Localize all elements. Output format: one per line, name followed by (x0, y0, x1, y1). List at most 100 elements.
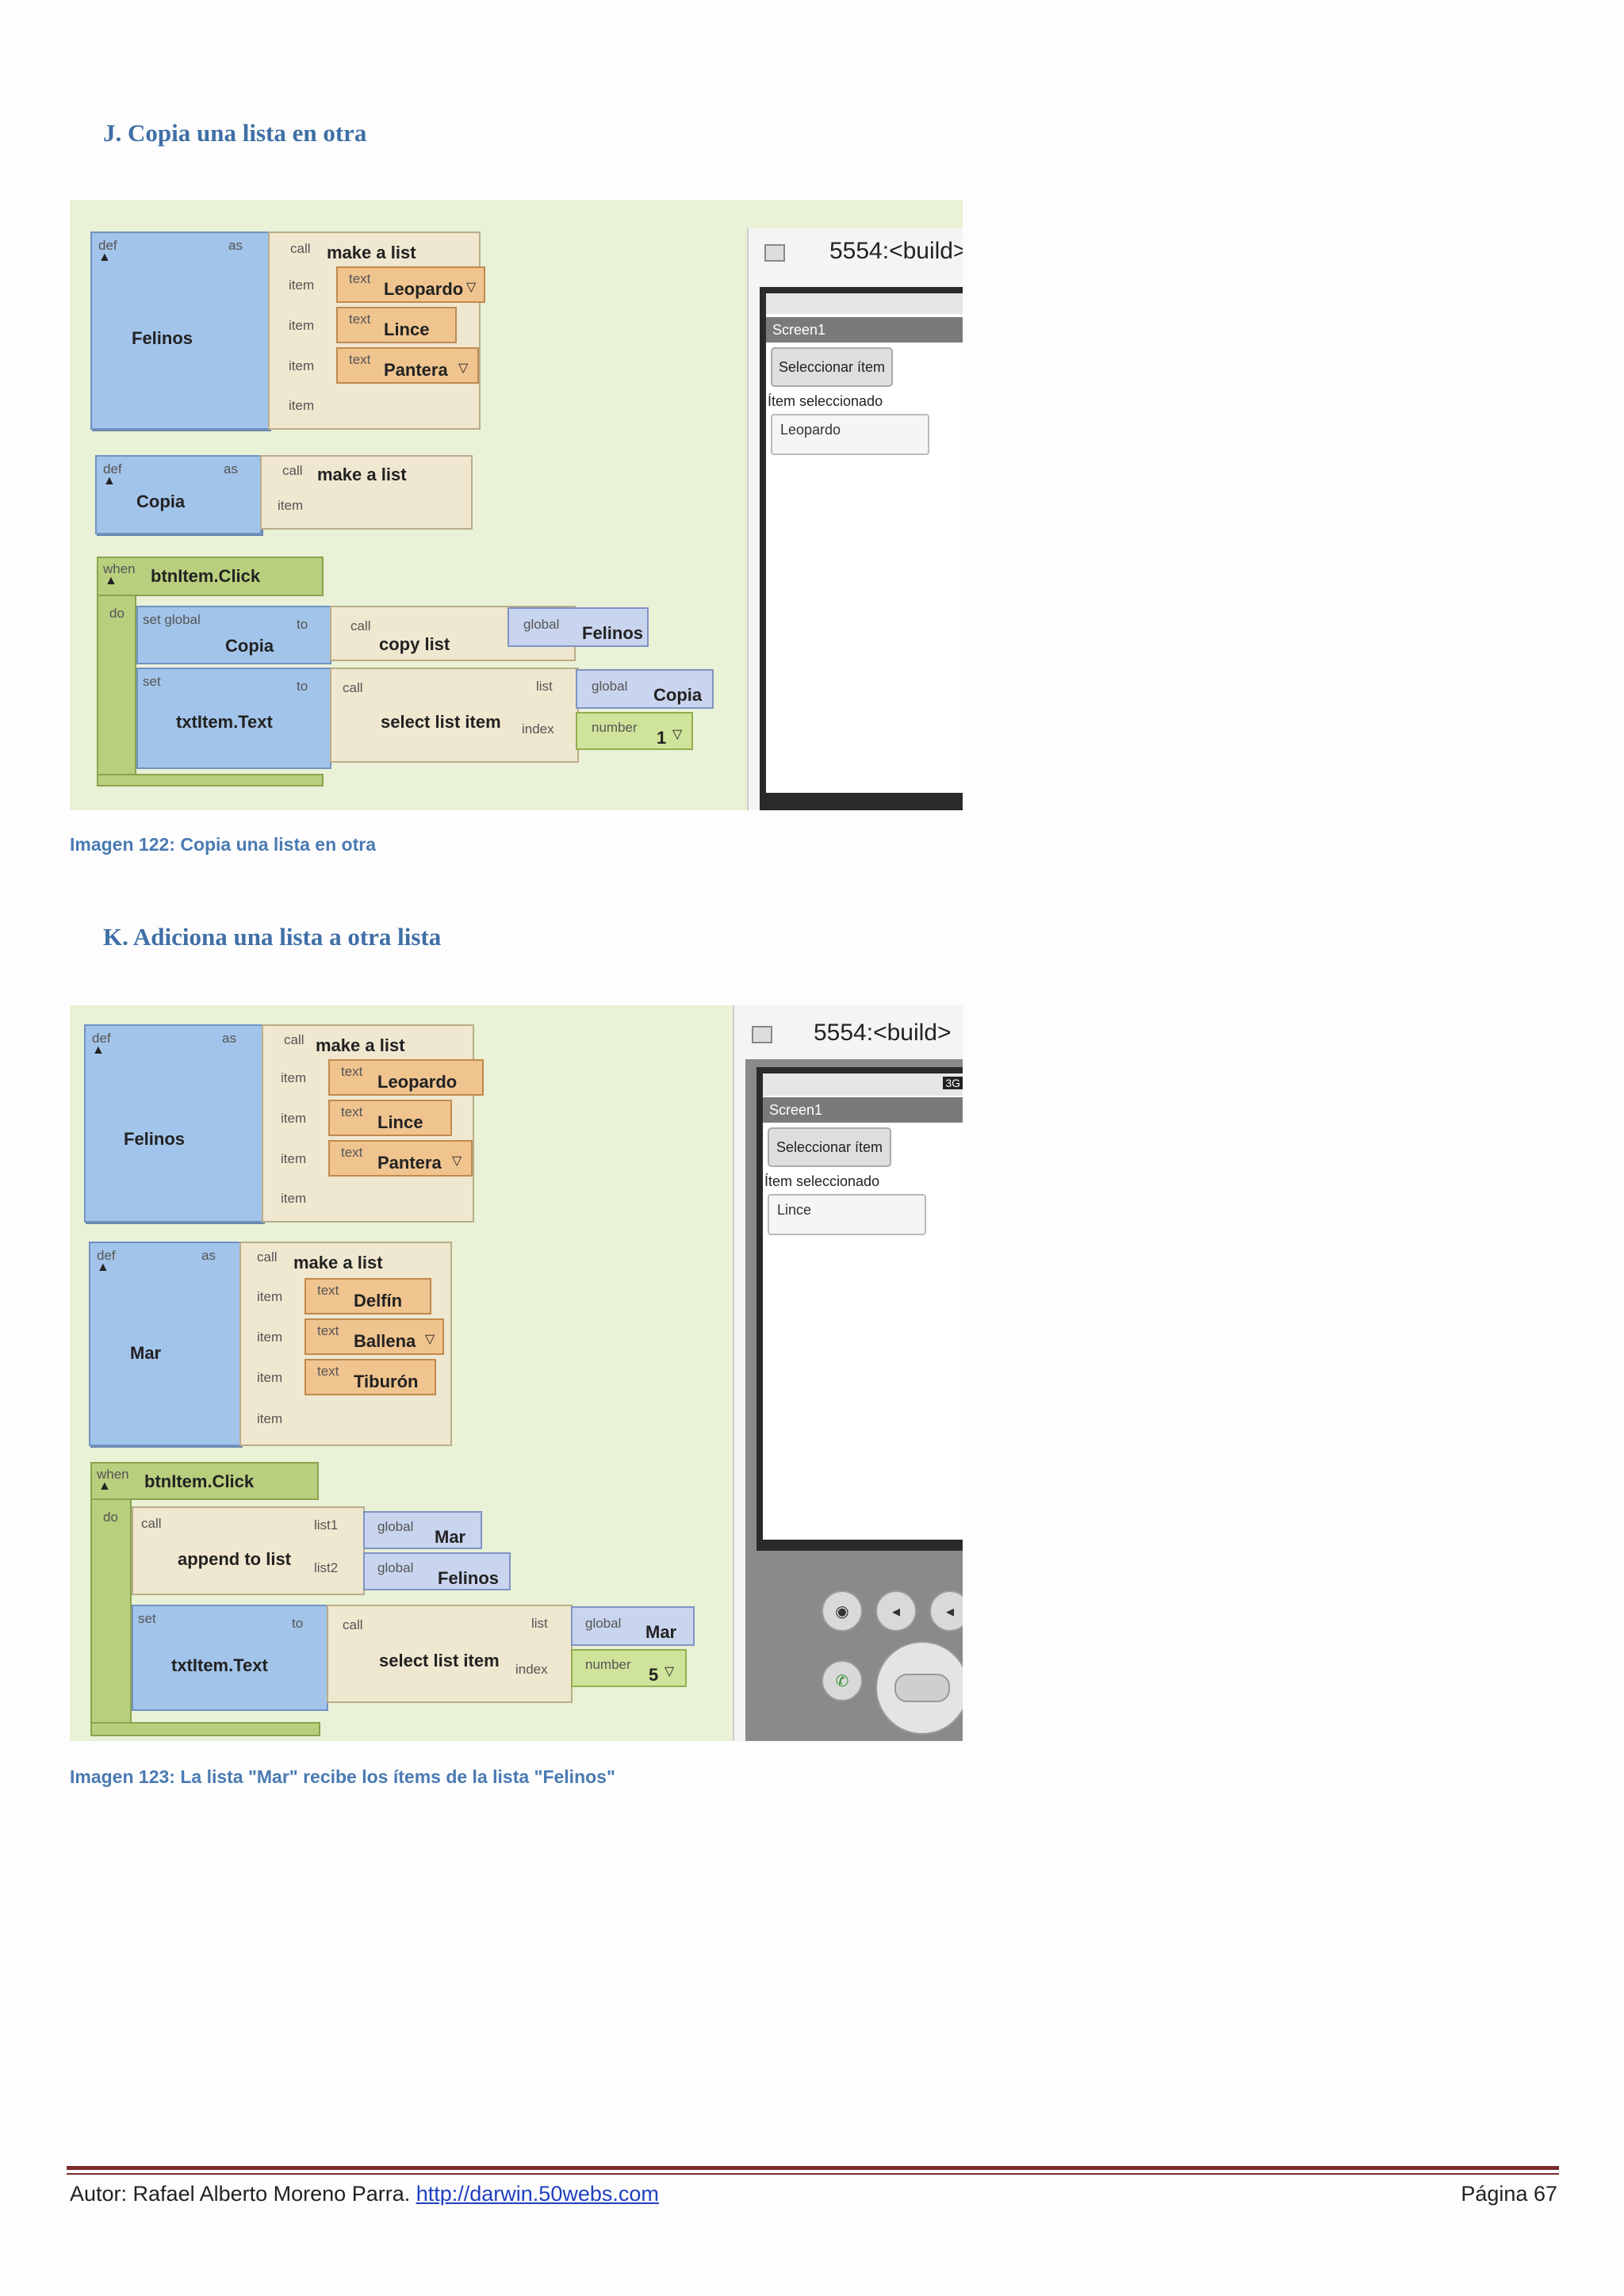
item-socket-label: item (289, 277, 315, 293)
event-header: when ▲ btnItem.Click (97, 557, 324, 596)
select-item-button[interactable]: Seleccionar ítem (771, 347, 893, 387)
number-keyword: number (592, 720, 638, 735)
global-keyword: global (377, 1560, 414, 1575)
make-list-label: make a list (327, 243, 416, 262)
dropdown-triangle-icon[interactable]: ▽ (425, 1333, 435, 1346)
volume-down-icon[interactable]: ◂ (875, 1590, 917, 1632)
event-name: btnItem.Click (151, 566, 261, 586)
selected-item-textbox[interactable]: Lince (768, 1194, 926, 1235)
list2-socket-label: list2 (314, 1560, 339, 1575)
item-socket-label: item (278, 498, 304, 513)
emulator-window: 5554:<build> Screen1 Seleccionar ítem Ít… (747, 228, 963, 810)
text-value: Lince (384, 320, 430, 339)
dropdown-triangle-icon[interactable]: ▽ (665, 1665, 675, 1678)
collapse-triangle-icon: ▲ (92, 1043, 105, 1057)
selected-item-textbox[interactable]: Leopardo (771, 414, 929, 455)
call-keyword: call (343, 680, 363, 695)
dropdown-triangle-icon[interactable]: ▽ (466, 281, 477, 294)
item-socket-label: item (257, 1289, 283, 1304)
call-keyword: call (343, 1617, 363, 1632)
phone-body: 3G Screen1 Seleccionar ítem Ítem selecci… (745, 1059, 963, 1741)
figure-caption-122: Imagen 122: Copia una lista en otra (70, 834, 376, 855)
status-bar: 3G (763, 1073, 963, 1096)
footer-rule (67, 2166, 1559, 2170)
phone-frame: Screen1 Seleccionar ítem Ítem selecciona… (760, 287, 963, 810)
author-text: Autor: Rafael Alberto Moreno Parra. (70, 2182, 411, 2206)
dpad-icon[interactable] (875, 1641, 963, 1735)
append-to-list-label: append to list (178, 1549, 291, 1569)
text-value: Leopardo (384, 279, 464, 299)
list-socket-label: list (536, 679, 553, 694)
as-keyword: as (224, 461, 238, 476)
dpad-center-icon[interactable] (894, 1674, 950, 1702)
append-to-list-block: call append to list list1 list2 (132, 1506, 365, 1595)
select-list-item-block: call select list item list index (330, 668, 579, 763)
text-block-pantera: text Pantera ▽ (328, 1140, 473, 1177)
text-block-delfin: text Delfín (304, 1278, 431, 1314)
do-keyword: do (103, 1510, 118, 1525)
global-var-name: Mar (645, 1622, 677, 1642)
page-number: Página 67 (1461, 2182, 1557, 2206)
volume-up-icon[interactable]: ◂ (929, 1590, 963, 1632)
text-value: Leopardo (377, 1072, 458, 1092)
figure-copy-list: def ▲ as Felinos call make a list item i… (70, 200, 963, 810)
item-socket-label: item (281, 1070, 307, 1085)
set-keyword: set (143, 674, 161, 689)
item-socket-label: item (257, 1370, 283, 1385)
author-link[interactable]: http://darwin.50webs.com (416, 2182, 659, 2206)
global-keyword: global (377, 1519, 414, 1534)
item-socket-label: item (257, 1411, 283, 1426)
call-icon[interactable]: ✆ (822, 1660, 863, 1701)
set-global-block: set global Copia to (136, 606, 331, 664)
collapse-triangle-icon: ▲ (105, 574, 117, 587)
select-item-button[interactable]: Seleccionar ítem (768, 1127, 891, 1167)
set-global-name: Copia (225, 636, 274, 656)
global-var-mar-select: global Mar (571, 1606, 695, 1646)
number-value: 5 (649, 1665, 659, 1685)
def-felinos-block: def ▲ as Felinos (90, 232, 270, 430)
text-value: Ballena (354, 1331, 416, 1351)
copy-list-label: copy list (379, 634, 450, 654)
camera-icon[interactable]: ◉ (822, 1590, 863, 1632)
do-keyword: do (109, 606, 124, 621)
text-value: Delfín (354, 1291, 403, 1311)
app-title-bar: Screen1 (763, 1097, 963, 1123)
global-var-name: Mar (435, 1527, 466, 1547)
collapse-triangle-icon: ▲ (97, 1261, 109, 1274)
text-value: Pantera (377, 1153, 442, 1173)
dropdown-triangle-icon[interactable]: ▽ (452, 1154, 462, 1168)
text-value: Lince (377, 1112, 423, 1132)
def-keyword: def (98, 238, 117, 253)
number-block: number 5 ▽ (571, 1649, 687, 1687)
item-socket-label: item (289, 318, 315, 333)
def-name: Felinos (124, 1129, 186, 1149)
as-keyword: as (201, 1248, 216, 1263)
list-socket-label: list (531, 1616, 548, 1631)
make-list-block-copia: call make a list item (260, 455, 473, 530)
collapse-triangle-icon: ▲ (98, 251, 111, 264)
footer-rule (67, 2173, 1559, 2175)
make-list-label: make a list (293, 1253, 383, 1272)
event-header: when ▲ btnItem.Click (90, 1462, 319, 1500)
item-socket-label: item (289, 398, 315, 413)
dropdown-triangle-icon[interactable]: ▽ (672, 728, 683, 741)
selected-item-label: Ítem seleccionado (764, 1173, 880, 1189)
phone-screen: 3G Screen1 Seleccionar ítem Ítem selecci… (763, 1073, 963, 1540)
item-socket-label: item (281, 1191, 307, 1206)
text-value: Pantera (384, 360, 448, 380)
index-socket-label: index (522, 721, 554, 737)
def-keyword: def (92, 1031, 111, 1046)
when-keyword: when (103, 561, 136, 576)
global-var-name: Copia (653, 685, 703, 705)
set-keyword: set (138, 1611, 156, 1626)
text-keyword: text (349, 271, 371, 286)
text-block-lince: text Lince (328, 1100, 452, 1136)
figure-append-list: def ▲ as Felinos call make a list item i… (70, 1005, 963, 1741)
text-block-tiburon: text Tiburón (304, 1359, 436, 1395)
screen-title: Screen1 (772, 322, 826, 338)
def-felinos-block: def ▲ as Felinos (84, 1024, 263, 1223)
emulator-window-icon (764, 244, 785, 262)
text-block-lince: text Lince (336, 307, 457, 343)
def-mar-block: def ▲ as Mar (89, 1242, 241, 1446)
dropdown-triangle-icon[interactable]: ▽ (458, 362, 469, 375)
